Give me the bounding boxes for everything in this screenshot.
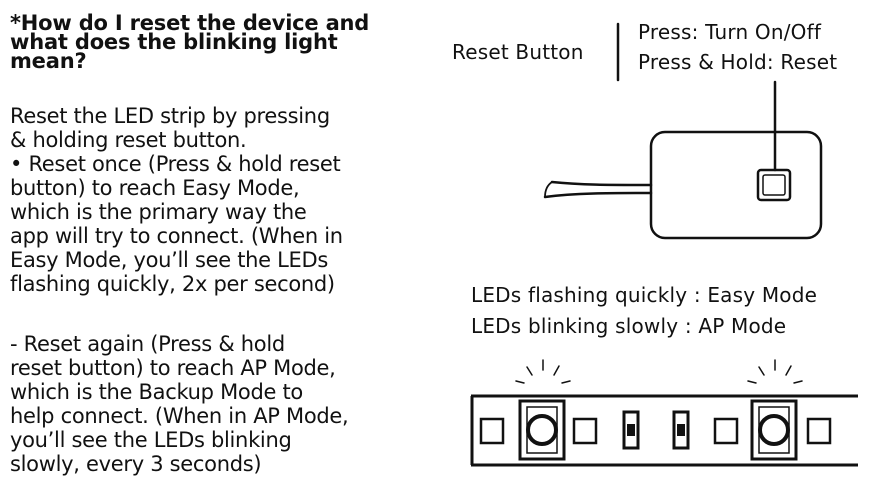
answer-ap-mode: - Reset again (Press & hold reset button… — [10, 332, 430, 476]
answer-line: you’ll see the LEDs blinking — [10, 428, 292, 452]
answer-line: & holding reset button. — [10, 128, 247, 152]
reset-button-label: Reset Button — [452, 40, 584, 64]
answer-easy-mode: Reset the LED strip by pressing & holdin… — [10, 104, 430, 296]
answer-line: Easy Mode, you’ll see the LEDs — [10, 248, 329, 272]
question-line: mean? — [10, 49, 87, 73]
answer-line: flashing quickly, 2x per second) — [10, 272, 335, 296]
answer-line: which is the Backup Mode to — [10, 380, 303, 404]
resistor-icon — [672, 410, 690, 450]
legend-ap-mode: LEDs blinking slowly : AP Mode — [471, 314, 787, 338]
controller-box — [649, 130, 823, 240]
faq-question: *How do I reset the device and what does… — [10, 11, 430, 73]
answer-line: - Reset again (Press & hold — [10, 332, 285, 356]
faq-section: *How do I reset the device and what does… — [10, 11, 430, 477]
answer-line: reset button) to reach AP Mode, — [10, 356, 336, 380]
answer-line: Reset the LED strip by pressing — [10, 104, 330, 128]
pad — [806, 417, 832, 445]
pad — [479, 417, 505, 445]
question-line: what does the blinking light — [10, 30, 338, 54]
answer-line: • Reset once (Press & hold reset — [10, 152, 341, 176]
question-line: *How do I reset the device and — [10, 11, 370, 35]
cable — [543, 191, 653, 199]
answer-line: app will try to connect. (When in — [10, 224, 343, 248]
led-icon — [750, 399, 798, 461]
pad — [713, 417, 739, 445]
answer-line: help connect. (When in AP Mode, — [10, 404, 349, 428]
pad — [572, 417, 598, 445]
flash-rays-icon — [515, 359, 571, 384]
reset-button-icon — [756, 168, 792, 202]
flash-rays-icon — [747, 359, 803, 384]
resistor-icon — [622, 410, 640, 450]
press-hold-instruction: Press & Hold: Reset — [638, 50, 838, 74]
led-icon — [518, 399, 566, 461]
press-instruction: Press: Turn On/Off — [638, 20, 822, 44]
answer-line: button) to reach Easy Mode, — [10, 176, 300, 200]
answer-line: which is the primary way the — [10, 200, 307, 224]
legend-easy-mode: LEDs flashing quickly : Easy Mode — [471, 283, 818, 307]
led-strip — [470, 394, 858, 467]
cable — [550, 180, 653, 187]
answer-line: slowly, every 3 seconds) — [10, 452, 262, 476]
